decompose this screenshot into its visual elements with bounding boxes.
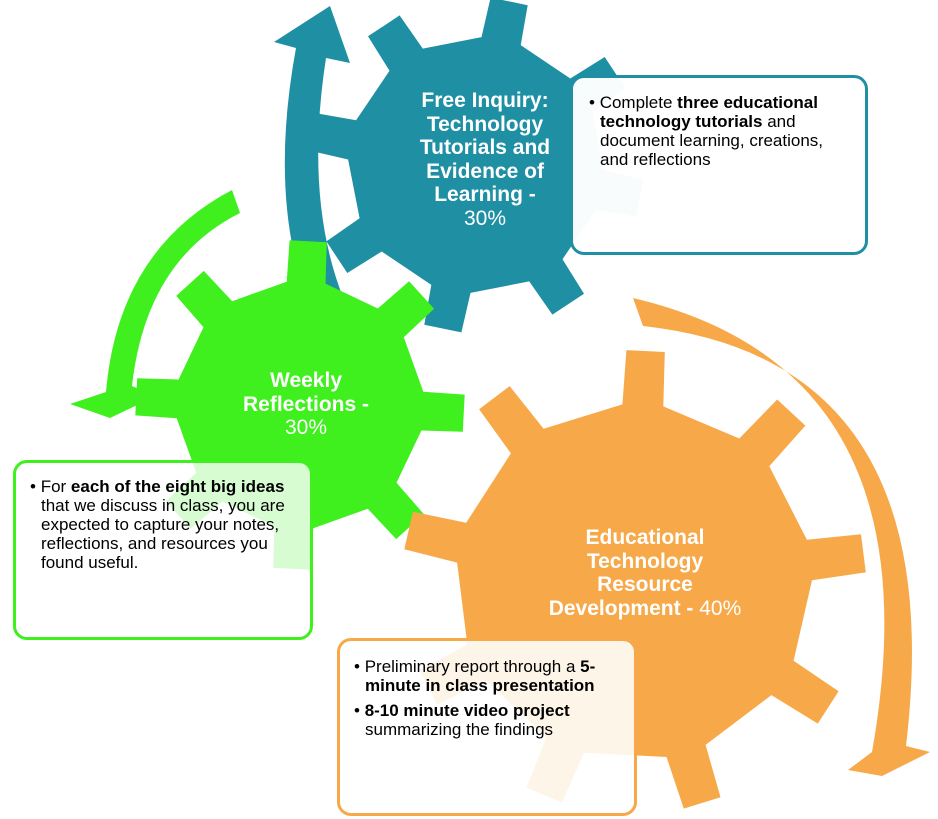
green-cycle-arrow xyxy=(70,190,240,418)
bullet-item: • For each of the eight big ideas that w… xyxy=(30,477,285,573)
development-description-card: • Preliminary report through a 5-minute … xyxy=(337,638,637,816)
bullet-emphasis: 8-10 minute video project xyxy=(364,701,570,721)
reflections-description-card: • For each of the eight big ideas that w… xyxy=(13,460,313,640)
bullet-text: and document learning, creations, and re… xyxy=(600,112,824,170)
bullet-text: Complete xyxy=(599,93,678,112)
gear-title-line: Learning - xyxy=(434,183,536,207)
gear-title-line: Technology xyxy=(586,549,704,573)
bullet-emphasis: three educational technology tutorials xyxy=(600,93,818,132)
bullet-item: • 8-10 minute video project summarizing … xyxy=(354,701,570,740)
inquiry-description-card: • Complete three educational technology … xyxy=(570,75,868,255)
development-percent: 40% xyxy=(693,596,742,620)
bullet-emphasis: 5-minute in class presentation xyxy=(365,657,596,696)
orange-cycle-arrow xyxy=(633,298,930,776)
gear-title-line: Educational xyxy=(585,526,705,549)
gear-title-line: Reflections - xyxy=(242,392,370,416)
gear-title-line: Weekly xyxy=(270,369,342,392)
gear-title-line: Evidence of xyxy=(426,159,544,183)
gear-title-line: Resource xyxy=(597,573,693,597)
bullet-text: Preliminary report through a xyxy=(364,657,581,676)
gear-title-line: Technology xyxy=(426,112,544,136)
teal-cycle-arrow xyxy=(274,6,350,308)
bullet-item: • Complete three educational technology … xyxy=(589,93,824,170)
inquiry-percent: 30% xyxy=(463,206,507,230)
bullet-text: summarizing the findings xyxy=(365,720,554,740)
gear-title-line: Development - xyxy=(548,596,694,620)
bullet-text: that we discuss in class, you are expect… xyxy=(41,496,285,573)
bullet-text: For xyxy=(40,477,71,496)
gear-title-line: Tutorials and xyxy=(419,136,551,160)
reflections-percent: 30% xyxy=(284,416,328,440)
teal-gear xyxy=(308,0,644,333)
bullet-emphasis: each of the eight big ideas xyxy=(70,477,285,496)
gear-title-line: Free Inquiry: xyxy=(421,89,549,112)
bullet-item: • Preliminary report through a 5-minute … xyxy=(354,657,596,696)
